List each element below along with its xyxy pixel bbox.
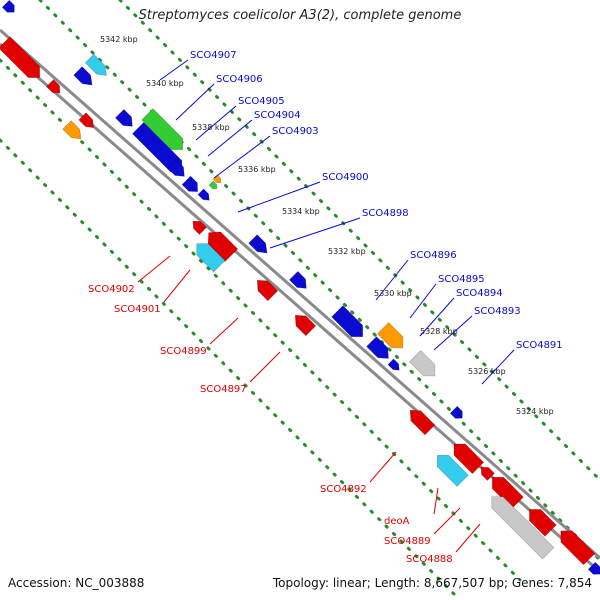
gene-label: SCO4904	[254, 110, 301, 121]
gene-arrow-19	[288, 270, 307, 289]
gene-arrow-12	[197, 188, 210, 201]
guide-line-2	[118, 0, 600, 482]
leader-line	[433, 507, 461, 535]
gene-arrow-2	[46, 79, 61, 94]
backbone-upper	[0, 28, 600, 560]
gene-arrow-28	[409, 409, 436, 436]
gene-arrow-26	[409, 350, 436, 377]
gene-arrow-11	[181, 175, 198, 192]
guide-line-1	[38, 0, 600, 562]
guide-line-3	[0, 138, 462, 600]
leader-line	[209, 317, 239, 345]
gene-arrow-7	[114, 108, 133, 127]
gene-label: SCO4903	[272, 126, 319, 137]
leader-line	[237, 181, 321, 213]
gene-arrow-29	[453, 443, 485, 475]
guide-line-0	[0, 58, 522, 582]
gene-arrow-4	[84, 53, 107, 76]
gene-arrow-24	[377, 322, 404, 349]
gene-label: SCO4889	[384, 536, 431, 547]
gene-label: SCO4894	[456, 288, 503, 299]
tick-label: 5336 kbp	[238, 165, 276, 174]
tick-label: 5334 kbp	[282, 207, 320, 216]
topology-text: Topology: linear; Length: 8,667,507 bp; …	[272, 576, 592, 590]
leader-line	[369, 451, 397, 483]
gene-label: SCO4899	[160, 346, 207, 357]
gene-label: SCO4900	[322, 172, 369, 183]
leader-line	[269, 217, 361, 249]
gene-arrow-1	[0, 36, 40, 78]
gene-arrow-33	[529, 509, 557, 537]
tick-label: 5324 kbp	[516, 407, 554, 416]
leader-line	[419, 297, 455, 337]
map-title: Streptomyces coelicolor A3(2), complete …	[138, 8, 462, 23]
tick-label: 5340 kbp	[146, 79, 184, 88]
gene-label: SCO4896	[410, 250, 457, 261]
gene-arrow-9	[141, 108, 183, 150]
tick-label: 5326 kbp	[468, 367, 506, 376]
gene-label: SCO4898	[362, 208, 409, 219]
gene-arrow-14	[208, 180, 218, 190]
leader-line	[409, 283, 437, 319]
gene-arrow-30	[436, 454, 469, 487]
tick-label: 5332 kbp	[328, 247, 366, 256]
gene-arrow-17	[196, 243, 226, 273]
leader-line	[137, 255, 171, 283]
leader-line	[159, 59, 189, 81]
gene-label: SCO4893	[474, 306, 521, 317]
leader-line	[175, 83, 215, 121]
leader-line	[433, 487, 439, 515]
gene-label: SCO4891	[516, 340, 563, 351]
gene-arrow-15	[192, 220, 207, 235]
gene-label: SCO4906	[216, 74, 263, 85]
gene-label: SCO4905	[238, 96, 285, 107]
gene-label: SCO4902	[88, 284, 135, 295]
gene-arrow-32	[491, 476, 524, 509]
gene-arrow-3	[73, 66, 93, 86]
gene-arrow-0	[1, 0, 15, 13]
gene-label: SCO4888	[406, 554, 453, 565]
gene-arrow-20	[256, 279, 279, 302]
leader-line	[481, 349, 515, 385]
gene-label: SCO4907	[190, 50, 237, 61]
gene-label: SCO4895	[438, 274, 485, 285]
leader-line	[455, 523, 481, 553]
gene-arrow-16	[207, 231, 239, 263]
leader-line	[207, 119, 253, 157]
gene-arrow-18	[248, 234, 268, 254]
leader-line	[375, 259, 409, 301]
gene-label: SCO4897	[200, 384, 247, 395]
gene-arrow-27	[449, 405, 463, 419]
gene-arrow-23	[366, 336, 389, 359]
gene-arrow-10	[166, 158, 185, 177]
gene-labels: SCO4907SCO4906SCO4905SCO4904SCO4903SCO49…	[88, 50, 563, 565]
gene-label: SCO4901	[114, 304, 161, 315]
gene-arrow-5	[62, 120, 82, 140]
gene-arrow-25	[387, 358, 400, 371]
gene-label: SCO4892	[320, 484, 367, 495]
accession-text: Accession: NC_003888	[8, 576, 145, 590]
leader-line	[213, 135, 271, 179]
leader-line	[249, 351, 281, 383]
gene-arrow-31	[480, 466, 495, 481]
gene-arrow-34	[491, 496, 555, 560]
tick-label: 5330 kbp	[374, 289, 412, 298]
leader-line	[163, 269, 191, 303]
gene-arrow-22	[331, 305, 364, 338]
gene-arrow-13	[212, 174, 222, 184]
gene-arrow-21	[294, 314, 317, 337]
tick-label: 5328 kbp	[420, 327, 458, 336]
gene-arrow-35	[560, 530, 596, 566]
gene-label: deoA	[384, 516, 410, 527]
tick-label: 5342 kbp	[100, 35, 138, 44]
gene-features	[0, 0, 600, 575]
leader-line	[195, 105, 237, 141]
leader-line	[433, 315, 473, 351]
gene-arrow-6	[78, 112, 95, 129]
